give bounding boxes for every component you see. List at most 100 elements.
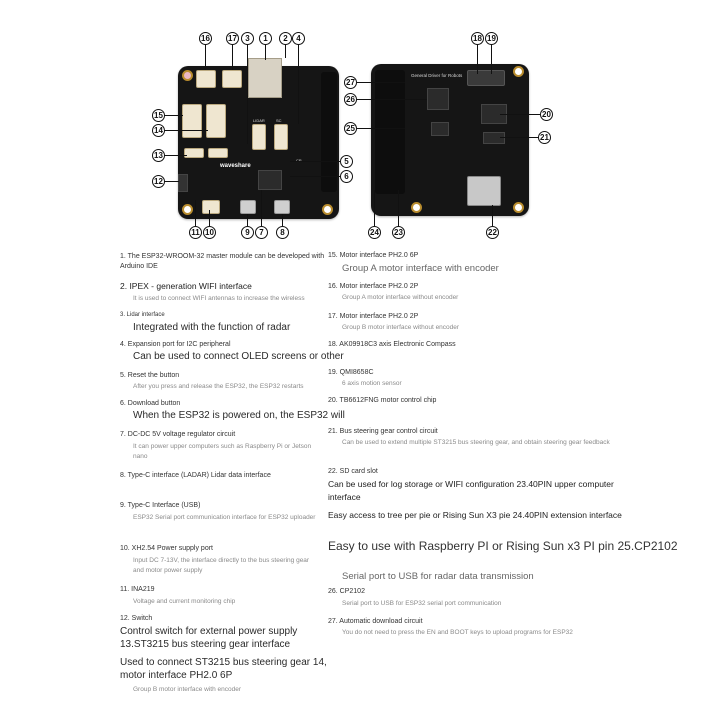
item-1-title: 1. The ESP32-WROOM-32 master module can … xyxy=(120,253,325,260)
item-10-desc: Input DC 7-13V, the interface directly t… xyxy=(133,557,310,564)
motor-connector-17 xyxy=(222,70,242,88)
item-10-title: 10. XH2.54 Power supply port xyxy=(120,545,213,552)
power-connector xyxy=(202,200,220,214)
item-12-desc-5: Group B motor interface with encoder xyxy=(133,686,242,693)
item-22-title: 22. SD card slot xyxy=(328,468,378,475)
item-18-title: 18. AK09918C3 axis Electronic Compass xyxy=(328,341,456,348)
callout-22: 22 xyxy=(486,226,499,239)
ina219-chip xyxy=(258,170,282,190)
item-8-title: 8. Type-C interface (LADAR) Lidar data i… xyxy=(120,472,271,479)
item-5-title: 5. Reset the button xyxy=(120,372,180,379)
callout-23: 23 xyxy=(392,226,405,239)
silk-sc: SC xyxy=(276,118,282,123)
item-17-desc: Group B motor interface without encoder xyxy=(342,324,460,331)
item-20-title: 20. TB6612FNG motor control chip xyxy=(328,397,437,404)
item-12-desc-4: motor interface PH2.0 6P xyxy=(120,670,233,681)
item-12-desc-3: Used to connect ST3215 bus steering gear… xyxy=(120,657,327,668)
item-9-title: 9. Type-C Interface (USB) xyxy=(120,502,201,509)
callout-3: 3 xyxy=(241,32,254,45)
item-9-desc: ESP32 Serial port communication interfac… xyxy=(133,514,316,521)
mount-hole xyxy=(182,204,193,215)
item-3-desc: Integrated with the function of radar xyxy=(133,322,291,333)
silk-cp: CP xyxy=(296,158,302,163)
bus-servo-circuit xyxy=(483,132,505,144)
item-11-desc: Voltage and current monitoring chip xyxy=(133,598,236,605)
item-19-desc: 6 axis motion sensor xyxy=(342,380,402,387)
item-27-title: 27. Automatic download circuit xyxy=(328,618,423,625)
item-26-desc: Serial port to USB for ESP32 serial port… xyxy=(342,600,502,607)
callout-21: 21 xyxy=(538,131,551,144)
board-back-image: General Driver for Robots xyxy=(371,64,529,216)
item-11-title: 11. INA219 xyxy=(120,586,155,593)
item-2-desc: It is used to connect WIFI antennas to i… xyxy=(133,295,305,302)
item-22-desc-4: Easy to use with Raspberry PI or Rising … xyxy=(328,539,678,553)
mount-hole xyxy=(411,202,422,213)
sd-card-slot xyxy=(467,176,501,206)
motor-connector-15 xyxy=(182,104,202,138)
item-15-desc: Group A motor interface with encoder xyxy=(342,263,499,274)
item-10-desc-cont: and motor power supply xyxy=(133,567,203,574)
callout-14: 14 xyxy=(152,124,165,137)
item-4-title: 4. Expansion port for I2C peripheral xyxy=(120,341,231,348)
item-5-desc: After you press and release the ESP32, t… xyxy=(133,383,304,390)
expansion-header xyxy=(321,72,337,192)
item-22-desc-5: Serial port to USB for radar data transm… xyxy=(342,571,534,582)
bus-servo-connector-2 xyxy=(208,148,228,158)
item-26-title: 26. CP2102 xyxy=(328,588,365,595)
silk-general-driver: General Driver for Robots xyxy=(411,73,463,78)
item-6-title: 6. Download button xyxy=(120,400,181,407)
item-27-desc: You do not need to press the EN and BOOT… xyxy=(342,629,573,636)
download-circuit xyxy=(431,122,449,136)
item-7-title: 7. DC-DC 5V voltage regulator circuit xyxy=(120,431,236,438)
item-17-title: 17. Motor interface PH2.0 2P xyxy=(328,313,419,320)
mount-hole xyxy=(322,204,333,215)
cp2102-chip xyxy=(427,88,449,110)
compass-sensors xyxy=(467,70,505,86)
item-22-desc-3: Easy access to tree per pie or Rising Su… xyxy=(328,510,622,520)
mount-hole xyxy=(182,70,193,81)
callout-11: 11 xyxy=(189,226,202,239)
item-22-desc-1: Can be used for log storage or WIFI conf… xyxy=(328,479,614,489)
lidar-connector xyxy=(252,124,266,150)
item-22-desc-2: interface xyxy=(328,492,361,502)
mount-hole xyxy=(513,66,524,77)
callout-20: 20 xyxy=(540,108,553,121)
item-16-title: 16. Motor interface PH2.0 2P xyxy=(328,283,419,290)
board-front-image: waveshare LIDAR SC CP xyxy=(178,58,339,219)
esp32-module xyxy=(248,58,282,98)
item-4-desc: Can be used to connect OLED screens or o… xyxy=(133,351,344,362)
callout-26: 26 xyxy=(344,93,357,106)
motor-connector-14 xyxy=(206,104,226,138)
item-12-title: 12. Switch xyxy=(120,615,153,622)
item-7-desc: It can power upper computers such as Ras… xyxy=(133,443,312,450)
callout-15: 15 xyxy=(152,109,165,122)
i2c-connector xyxy=(274,124,288,150)
item-21-desc: Can be used to extend multiple ST3215 bu… xyxy=(342,439,610,446)
callout-8: 8 xyxy=(276,226,289,239)
item-16-desc: Group A motor interface without encoder xyxy=(342,294,459,301)
silk-logo: waveshare xyxy=(220,163,251,169)
callout-4: 4 xyxy=(292,32,305,45)
motor-connector-16 xyxy=(196,70,216,88)
item-2-title: 2. IPEX - generation WIFI interface xyxy=(120,281,252,291)
bus-servo-connector xyxy=(184,148,204,158)
item-21-title: 21. Bus steering gear control circuit xyxy=(328,428,438,435)
silk-lidar: LIDAR xyxy=(253,118,265,123)
usb-c-port-9 xyxy=(240,200,256,214)
mount-hole xyxy=(513,202,524,213)
callout-25: 25 xyxy=(344,122,357,135)
callout-16: 16 xyxy=(199,32,212,45)
callout-27: 27 xyxy=(344,76,357,89)
item-19-title: 19. QMI8658C xyxy=(328,369,374,376)
callout-1: 1 xyxy=(259,32,272,45)
callout-18: 18 xyxy=(471,32,484,45)
callout-17: 17 xyxy=(226,32,239,45)
40pin-header xyxy=(375,70,405,194)
item-3-title: 3. Lidar interface xyxy=(120,312,165,318)
item-15-title: 15. Motor interface PH2.0 6P xyxy=(328,252,419,259)
item-12-desc-2: 13.ST3215 bus steering gear interface xyxy=(120,639,291,650)
callout-19: 19 xyxy=(485,32,498,45)
switch xyxy=(178,174,188,192)
callout-5: 5 xyxy=(340,155,353,168)
callout-13: 13 xyxy=(152,149,165,162)
